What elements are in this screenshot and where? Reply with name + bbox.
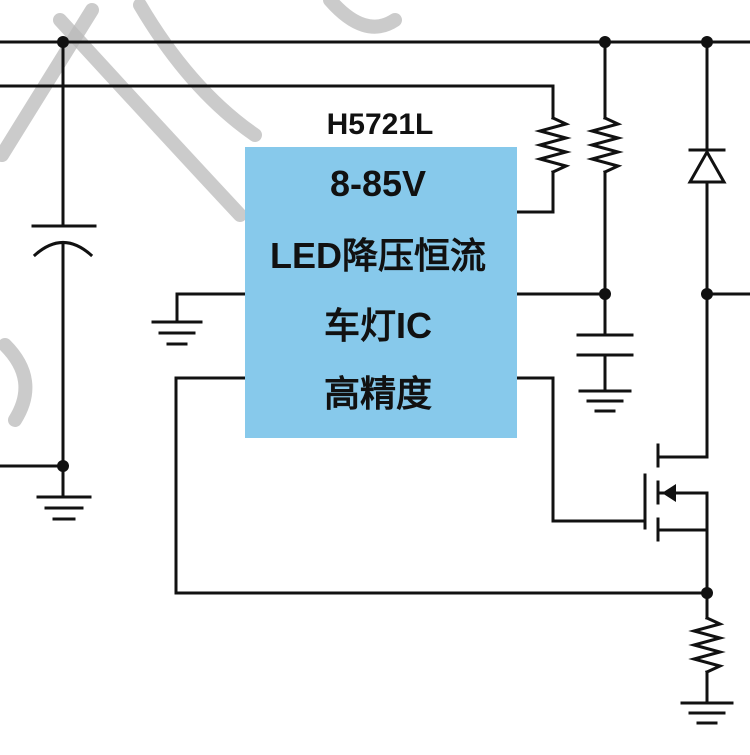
mosfet-symbol [643, 418, 709, 595]
ground-symbol-bottom-right [680, 701, 734, 725]
chip-part-number: H5721L [327, 108, 434, 141]
sense-wire [0, 84, 555, 120]
ic-chip-body [245, 147, 517, 438]
chip-feature: 高精度 [324, 373, 432, 414]
chip-voltage-range: 8-85V [330, 163, 426, 204]
diode-symbol [687, 148, 727, 184]
junction-dots [57, 36, 713, 599]
watermark [0, 0, 402, 427]
divider-resistor [586, 116, 624, 174]
ground-symbol-cap [578, 389, 632, 413]
sense-return-wire [515, 170, 555, 214]
chip-application: 车灯IC [324, 305, 432, 346]
current-sense-resistor [688, 616, 726, 674]
cs-loop-wire [174, 376, 709, 595]
gate-drive-wire [515, 376, 647, 523]
chip-gnd-wire [175, 292, 247, 324]
ground-symbol-left [36, 495, 92, 521]
ground-symbol-chip [151, 320, 203, 346]
sense-resistor [534, 116, 572, 174]
chip-description: LED降压恒流 [270, 235, 486, 276]
